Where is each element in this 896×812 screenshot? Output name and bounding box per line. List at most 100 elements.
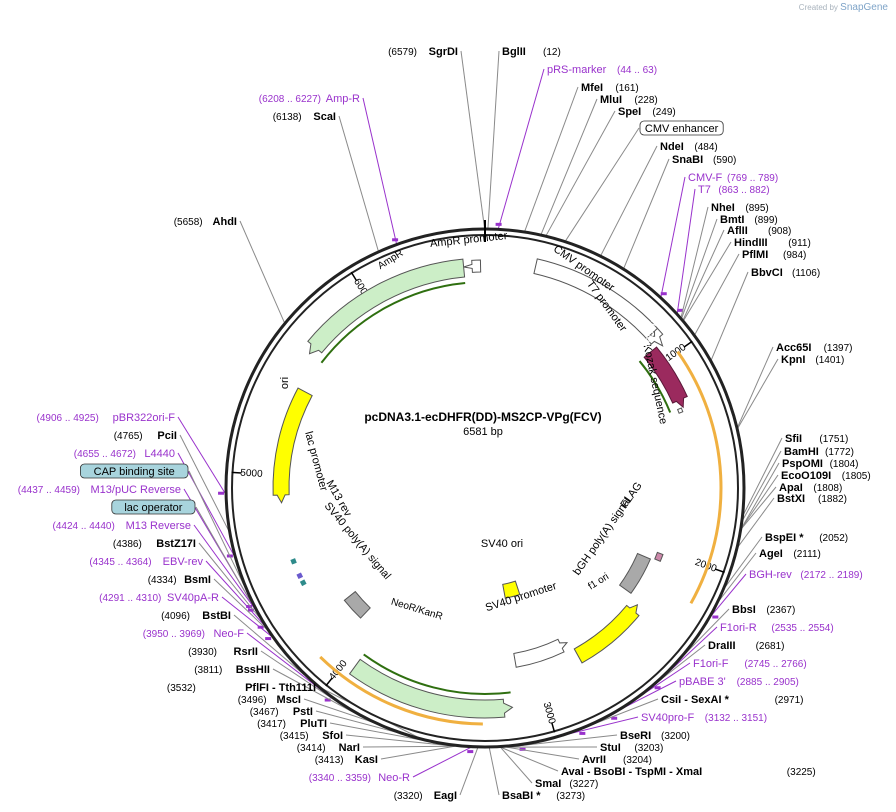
feature-label-sv40-poly-a-signal: SV40 poly(A) signal bbox=[322, 500, 393, 582]
enzyme-bmti[interactable]: BmtI(899) bbox=[720, 214, 778, 226]
enzyme-pspomi[interactable]: PspOMI(1804) bbox=[782, 458, 859, 470]
feature-sv40-ori bbox=[502, 580, 521, 599]
enzyme-hindiii[interactable]: HindIII(911) bbox=[734, 237, 811, 249]
enzyme-bspei[interactable]: BspEI *(2052) bbox=[765, 532, 848, 544]
enzyme-acc65i[interactable]: Acc65I(1397) bbox=[776, 342, 853, 354]
primer-l4440[interactable]: L4440(4655 .. 4672) bbox=[74, 448, 175, 460]
enzyme-rsrii[interactable]: RsrII(3930) bbox=[188, 646, 258, 658]
primer-sv40pro-f[interactable]: SV40pro-F(3132 .. 3151) bbox=[641, 712, 767, 724]
site-position: (4437 .. 4459) bbox=[18, 485, 80, 496]
primer-t7[interactable]: T7(863 .. 882) bbox=[698, 184, 770, 196]
site-position: (3132 .. 3151) bbox=[705, 713, 767, 724]
enzyme-kasi[interactable]: KasI(3413) bbox=[315, 754, 378, 766]
enzyme-draiii[interactable]: DraIII(2681) bbox=[708, 640, 785, 652]
enzyme-bbsi[interactable]: BbsI(2367) bbox=[732, 604, 795, 616]
primer-amp-r[interactable]: Amp-R(6208 .. 6227) bbox=[259, 93, 360, 105]
enzyme-eagi[interactable]: EagI(3320) bbox=[394, 790, 457, 802]
site-position: (3496) bbox=[238, 695, 267, 706]
enzyme-pflmi[interactable]: PflMI(984) bbox=[742, 249, 806, 261]
site-name: NdeI bbox=[660, 141, 684, 153]
enzyme-kpni[interactable]: KpnI(1401) bbox=[781, 354, 844, 366]
site-position: (1106) bbox=[792, 268, 820, 279]
site-name: BssHII bbox=[236, 664, 270, 676]
feature-box-cmv-enhancer[interactable]: CMV enhancer bbox=[639, 120, 724, 136]
site-position: (3203) bbox=[634, 743, 663, 754]
primer-neo-f[interactable]: Neo-F(3950 .. 3969) bbox=[143, 628, 245, 640]
enzyme-csii-sexai[interactable]: CsiI - SexAI *(2971) bbox=[661, 694, 804, 706]
enzyme-pflfi-tth111i[interactable]: PflFI - Tth111I(3532) bbox=[167, 682, 316, 694]
enzyme-snabi[interactable]: SnaBI(590) bbox=[672, 154, 736, 166]
site-name: Neo-R bbox=[378, 772, 410, 784]
site-position: (6579) bbox=[388, 47, 417, 58]
primer-ebv-rev[interactable]: EBV-rev(4345 .. 4364) bbox=[89, 556, 203, 568]
enzyme-ndei[interactable]: NdeI(484) bbox=[660, 141, 718, 153]
primer-sv40pa-r[interactable]: SV40pA-R(4291 .. 4310) bbox=[99, 592, 219, 604]
leader-line bbox=[459, 747, 479, 796]
enzyme-msci[interactable]: MscI(3496) bbox=[238, 694, 301, 706]
enzyme-bsmi[interactable]: BsmI(4334) bbox=[148, 574, 211, 586]
enzyme-spei[interactable]: SpeI(249) bbox=[618, 106, 676, 118]
leader-line bbox=[676, 188, 696, 314]
enzyme-pluti[interactable]: PluTI(3417) bbox=[257, 718, 327, 730]
site-position: (4906 .. 4925) bbox=[37, 413, 99, 424]
enzyme-avrii[interactable]: AvrII(3204) bbox=[582, 754, 652, 766]
enzyme-agei[interactable]: AgeI(2111) bbox=[759, 548, 821, 560]
regulatory-site-mark bbox=[299, 579, 307, 587]
primer-site-mark bbox=[392, 238, 399, 242]
enzyme-bsabi[interactable]: BsaBI *(3273) bbox=[502, 790, 585, 802]
enzyme-sgrdi[interactable]: SgrDI(6579) bbox=[388, 46, 458, 58]
enzyme-nari[interactable]: NarI(3414) bbox=[297, 742, 360, 754]
enzyme-bamhi[interactable]: BamHI(1772) bbox=[784, 446, 854, 458]
plasmid-size: 6581 bp bbox=[463, 426, 503, 438]
leader-line bbox=[737, 497, 775, 547]
primer-pbr322ori-f[interactable]: pBR322ori-F(4906 .. 4925) bbox=[37, 412, 176, 424]
enzyme-bstz17i[interactable]: BstZ17I(4386) bbox=[113, 538, 196, 550]
enzyme-psti[interactable]: PstI(3467) bbox=[250, 706, 313, 718]
site-position: (3414) bbox=[297, 743, 326, 754]
enzyme-pcii[interactable]: PciI(4765) bbox=[114, 430, 177, 442]
primer-m13-reverse[interactable]: M13 Reverse(4424 .. 4440) bbox=[53, 520, 191, 532]
enzyme-avai-bsobi-tspmi-xmai[interactable]: AvaI - BsoBI - TspMI - XmaI(3225) bbox=[561, 766, 816, 778]
site-name: PstI bbox=[293, 706, 313, 718]
enzyme-mlui[interactable]: MluI(228) bbox=[600, 94, 658, 106]
enzyme-bglii[interactable]: BglII(12) bbox=[502, 46, 561, 58]
primer-cmv-f[interactable]: CMV-F(769 .. 789) bbox=[688, 172, 778, 184]
enzyme-nhei[interactable]: NheI(895) bbox=[711, 202, 769, 214]
enzyme-sfoi[interactable]: SfoI(3415) bbox=[280, 730, 343, 742]
site-name: pRS-marker bbox=[547, 64, 607, 76]
scale-tick bbox=[231, 471, 242, 474]
enzyme-stui[interactable]: StuI(3203) bbox=[600, 742, 663, 754]
primer-prs-marker[interactable]: pRS-marker(44 .. 63) bbox=[547, 64, 657, 76]
enzyme-ecoo109i[interactable]: EcoO109I(1805) bbox=[781, 470, 871, 482]
primer-f1ori-r[interactable]: F1ori-R(2535 .. 2554) bbox=[720, 622, 834, 634]
site-position: (1397) bbox=[824, 343, 853, 354]
site-position: (769 .. 789) bbox=[727, 173, 778, 184]
enzyme-aflii[interactable]: AflII(908) bbox=[727, 225, 791, 237]
enzyme-bstbi[interactable]: BstBI(4096) bbox=[161, 610, 231, 622]
feature-kozak-sequence bbox=[676, 407, 684, 414]
enzyme-bsshii[interactable]: BssHII(3811) bbox=[194, 664, 270, 676]
enzyme-scai[interactable]: ScaI(6138) bbox=[273, 111, 336, 123]
leader-line bbox=[260, 650, 337, 702]
feature-box-lac-operator[interactable]: lac operator bbox=[111, 499, 196, 515]
site-position: (1772) bbox=[825, 447, 854, 458]
enzyme-bbvci[interactable]: BbvCI(1106) bbox=[751, 267, 820, 279]
site-name: KasI bbox=[355, 754, 378, 766]
enzyme-ahdi[interactable]: AhdI(5658) bbox=[174, 216, 237, 228]
site-name: PluTI bbox=[300, 718, 327, 730]
enzyme-smai[interactable]: SmaI(3227) bbox=[535, 778, 598, 790]
leader-line bbox=[177, 416, 226, 494]
primer-neo-r[interactable]: Neo-R(3340 .. 3359) bbox=[309, 772, 410, 784]
primer-f1ori-f[interactable]: F1ori-F(2745 .. 2766) bbox=[693, 658, 807, 670]
enzyme-mfei[interactable]: MfeI(161) bbox=[581, 82, 639, 94]
enzyme-sfii[interactable]: SfiI(1751) bbox=[785, 433, 848, 445]
enzyme-bstxi[interactable]: BstXI(1882) bbox=[777, 493, 847, 505]
site-name: CsiI - SexAI * bbox=[661, 694, 730, 706]
primer-m13-puc-reverse[interactable]: M13/pUC Reverse(4437 .. 4459) bbox=[18, 484, 181, 496]
enzyme-apai[interactable]: ApaI(1808) bbox=[779, 482, 842, 494]
feature-box-cap-binding-site[interactable]: CAP binding site bbox=[80, 463, 189, 479]
primer-pbabe-3[interactable]: pBABE 3'(2885 .. 2905) bbox=[679, 676, 799, 688]
site-name: SfoI bbox=[322, 730, 343, 742]
enzyme-bseri[interactable]: BseRI(3200) bbox=[620, 730, 690, 742]
primer-bgh-rev[interactable]: BGH-rev(2172 .. 2189) bbox=[749, 569, 863, 581]
